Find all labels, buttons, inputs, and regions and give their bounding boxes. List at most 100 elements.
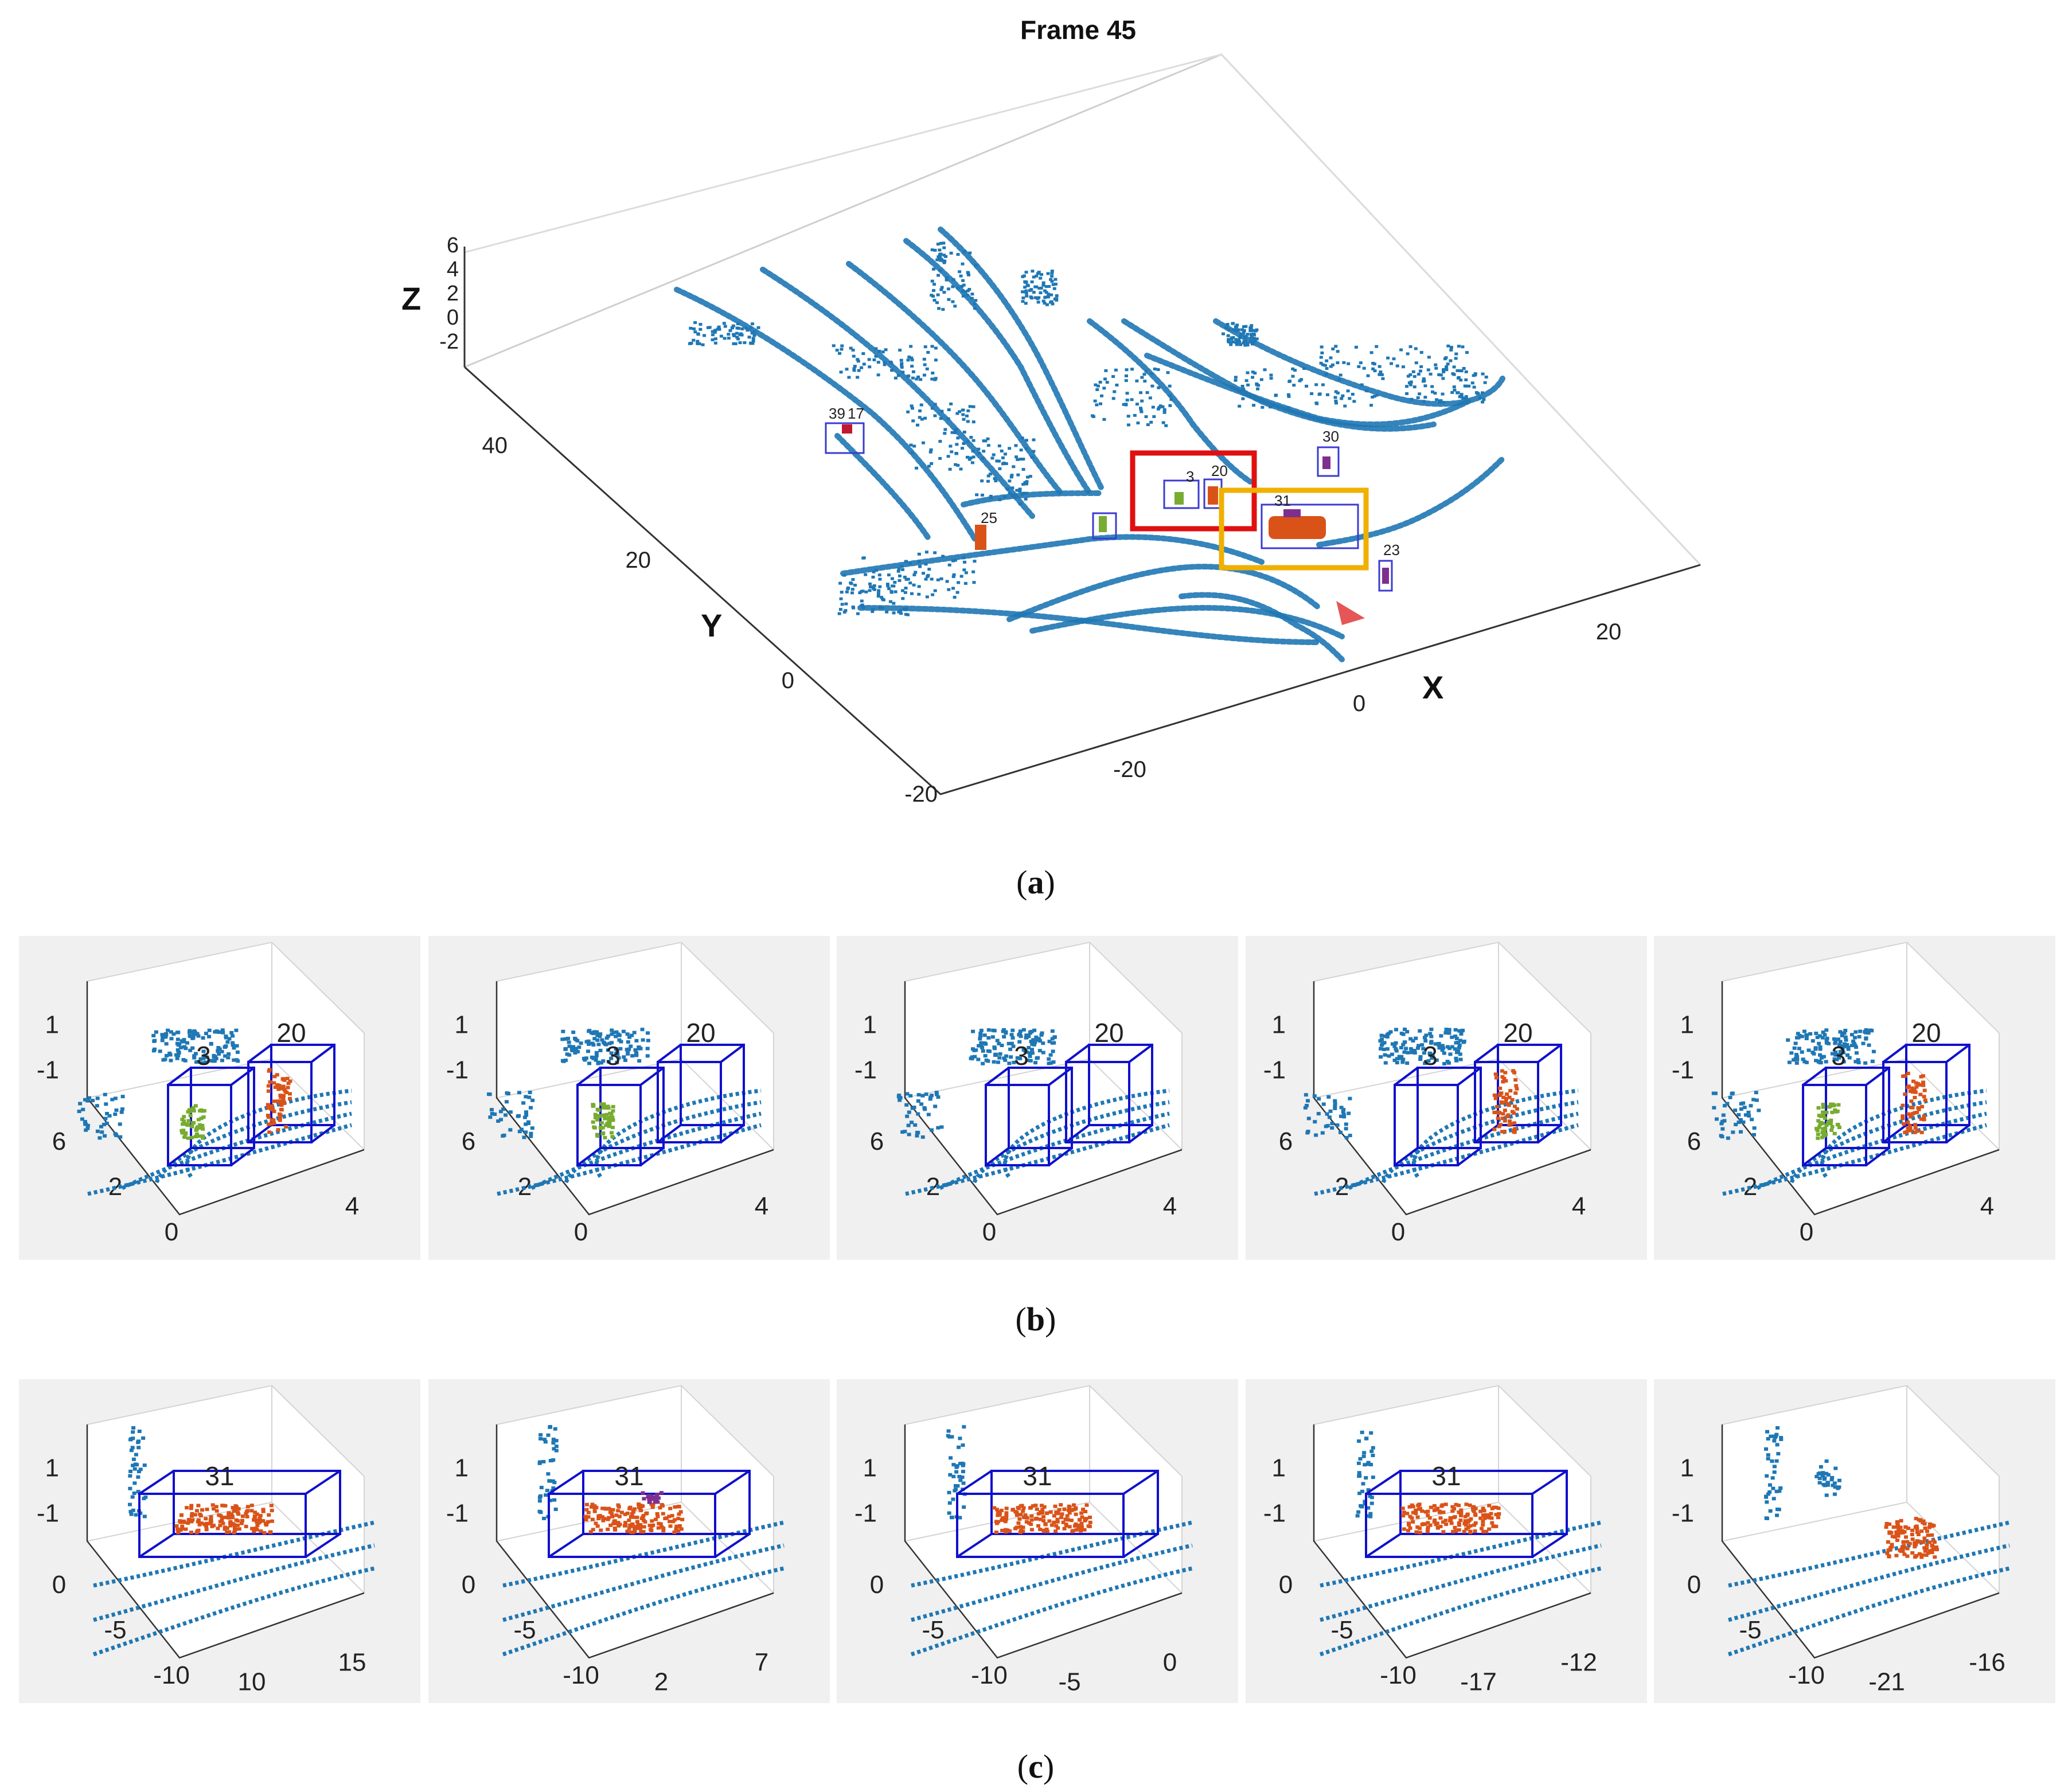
point [890, 369, 894, 372]
point [904, 607, 908, 611]
point [552, 1447, 556, 1451]
point [606, 1060, 611, 1064]
point [650, 1497, 654, 1501]
subplot-y-tick: 0 [870, 1571, 884, 1599]
point [912, 444, 916, 448]
point [611, 1118, 615, 1122]
point [1915, 1539, 1919, 1543]
point [1408, 383, 1412, 386]
point [1080, 1515, 1084, 1519]
point [990, 456, 994, 460]
point [1441, 392, 1445, 396]
point [649, 1502, 654, 1506]
point [1442, 370, 1446, 374]
point [198, 1512, 202, 1516]
point [128, 1486, 132, 1490]
point [850, 588, 854, 591]
point [189, 1107, 194, 1111]
point [1365, 1514, 1370, 1518]
point [1411, 370, 1415, 373]
point [881, 598, 885, 601]
point [114, 1108, 119, 1112]
point [885, 610, 889, 614]
point [835, 349, 839, 352]
point [1750, 1118, 1754, 1122]
point [1452, 1506, 1457, 1510]
point [622, 1055, 626, 1059]
point [1906, 1526, 1911, 1531]
point [175, 1037, 180, 1041]
point [118, 1122, 122, 1126]
point [275, 1083, 280, 1087]
point [1922, 1118, 1926, 1122]
point [1041, 1051, 1045, 1055]
point [1804, 1033, 1809, 1037]
point [198, 1057, 203, 1061]
point [1454, 1059, 1459, 1063]
point [1104, 369, 1108, 372]
point [619, 1510, 624, 1514]
point [1431, 1055, 1435, 1059]
point [915, 377, 919, 381]
point [275, 1073, 279, 1077]
point [1905, 1540, 1910, 1544]
point [978, 1031, 983, 1035]
point [1062, 1508, 1067, 1512]
point [1515, 1087, 1519, 1091]
point [1481, 400, 1485, 404]
point [937, 274, 941, 277]
point [278, 1118, 282, 1122]
point [928, 1097, 932, 1101]
point [1774, 1459, 1779, 1463]
point [1821, 1030, 1825, 1034]
point [874, 354, 878, 358]
point [1408, 345, 1412, 349]
point [1033, 1504, 1038, 1508]
point [986, 1028, 991, 1032]
scan-line [1789, 1100, 1987, 1184]
point [1920, 1104, 1925, 1108]
point [190, 1121, 195, 1125]
point-cloud-scan [760, 267, 1035, 519]
point [903, 1130, 907, 1134]
point [1925, 1543, 1929, 1547]
point [951, 1497, 955, 1501]
point [1344, 1122, 1348, 1126]
point [1074, 1528, 1079, 1532]
point-cloud-scan [834, 433, 932, 542]
point [1028, 1059, 1033, 1063]
point [99, 1125, 104, 1129]
point [1926, 1551, 1930, 1555]
point [997, 1513, 1002, 1517]
point [1124, 379, 1128, 382]
point [1774, 1513, 1779, 1517]
point [1095, 403, 1099, 407]
point-cloud-scan [961, 490, 1104, 507]
point [961, 408, 965, 412]
point [1379, 1055, 1383, 1059]
point [1044, 295, 1048, 299]
point [207, 1034, 212, 1038]
point [227, 1530, 232, 1534]
point [188, 1048, 193, 1052]
point [1787, 1060, 1792, 1064]
point [583, 1058, 587, 1062]
point [1921, 1080, 1926, 1084]
point [950, 450, 954, 454]
point [1291, 367, 1295, 370]
point [992, 1060, 996, 1064]
point [1845, 1053, 1850, 1057]
point [1513, 1127, 1517, 1131]
point [981, 1049, 985, 1053]
point [1025, 480, 1029, 483]
point [1746, 1110, 1751, 1114]
point [1418, 1057, 1423, 1061]
point [974, 299, 978, 302]
point [693, 321, 697, 325]
point [910, 407, 914, 410]
point [198, 1109, 202, 1113]
point [255, 1528, 259, 1532]
point [1045, 1511, 1049, 1515]
point [917, 552, 921, 556]
point [851, 578, 855, 581]
